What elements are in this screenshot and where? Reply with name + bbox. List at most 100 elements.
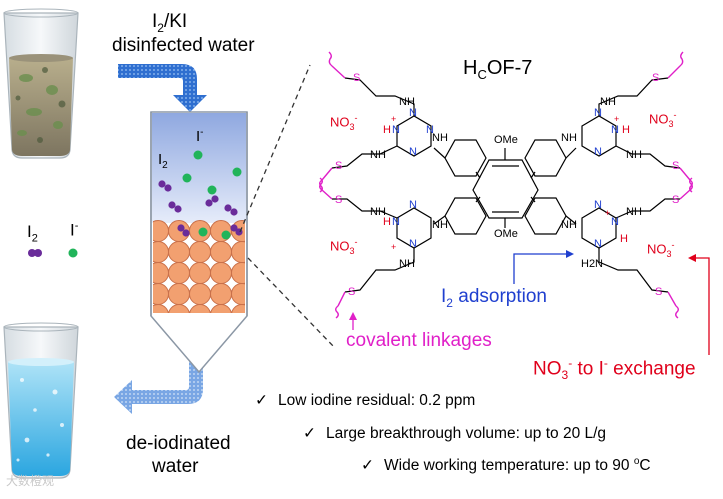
triazine-n: N xyxy=(594,107,602,119)
nitrate-ion: NO3- xyxy=(330,237,358,256)
adsorbent-bead xyxy=(231,283,245,305)
feed-water-label: I2/KI xyxy=(152,11,188,35)
adsorbent-bead xyxy=(231,304,245,313)
adsorbent-bead xyxy=(231,262,245,284)
triazine-n: N xyxy=(409,199,417,211)
legend-i2-label: I2 xyxy=(27,222,38,245)
sulfur: S xyxy=(655,286,663,298)
iodide-dot xyxy=(193,150,203,160)
adsorbent-bead xyxy=(189,304,211,313)
dirty-water-glass xyxy=(3,8,79,159)
triazine-n: N xyxy=(392,216,400,228)
nh-label: NH xyxy=(626,149,642,161)
plus-charge: + xyxy=(391,114,397,124)
adsorbent-bead xyxy=(168,304,190,313)
proton-h: H xyxy=(383,124,391,136)
legend-dots xyxy=(28,248,78,258)
nh-label: NH xyxy=(561,219,577,231)
adsorbent-bead xyxy=(168,262,190,284)
iodide-dot xyxy=(198,227,208,237)
nh-label: NH xyxy=(370,206,386,218)
plus-charge: + xyxy=(614,114,620,124)
triazine-n: N xyxy=(426,124,434,136)
iodide-dot xyxy=(221,230,231,240)
checklist-item: ✓Low iodine residual: 0.2 ppm xyxy=(255,392,476,409)
checklist-item: ✓Large breakthrough volume: up to 20 L/g xyxy=(303,425,607,442)
triazine-n: N xyxy=(392,124,400,136)
feed-water-label-line2: disinfected water xyxy=(112,35,255,56)
proton-h: H xyxy=(622,124,630,136)
adsorption-arrow xyxy=(513,250,574,284)
covalent-linkage-ends xyxy=(319,51,693,319)
legend-i2-dot xyxy=(28,249,36,257)
checklist-item: ✓Wide working temperature: up to 90 oC xyxy=(361,456,651,475)
nh-label: NH xyxy=(399,258,415,270)
column-i2-label: I2 xyxy=(158,151,168,171)
adsorbent-bead xyxy=(210,283,232,305)
plus-charge: + xyxy=(391,242,397,252)
iodide-dot xyxy=(182,173,192,183)
nitrate-ion: NO3- xyxy=(649,110,677,129)
watermark: 大数橙观 xyxy=(6,474,55,488)
outlet-arrow xyxy=(114,360,203,414)
triazine-n: N xyxy=(594,199,602,211)
triazine-n: N xyxy=(594,238,602,250)
sulfur: S xyxy=(672,160,680,172)
triazine-n: N xyxy=(409,238,417,250)
proton-h: H xyxy=(620,233,628,245)
nh-label: NH xyxy=(626,206,642,218)
nitrate-ion: NO3- xyxy=(330,113,358,132)
sulfur: S xyxy=(353,72,361,84)
output-label-line2: water xyxy=(152,456,199,477)
nh-label: NH xyxy=(399,96,415,108)
nh-label: NH xyxy=(561,132,577,144)
hcof-name: HCOF-7 xyxy=(463,57,533,82)
adsorbent-beads xyxy=(153,220,245,313)
covalent-arrow xyxy=(349,312,357,330)
iodide-dot xyxy=(207,185,217,195)
nitrate-ion: NO3- xyxy=(647,240,675,259)
column-iodide-label: I- xyxy=(196,127,204,145)
adsorbent-bead xyxy=(168,241,190,263)
nh-label: NH xyxy=(432,132,448,144)
legend-iodide-dot xyxy=(68,248,78,258)
ome-top: OMe xyxy=(494,134,518,146)
output-label: de-iodinated xyxy=(126,433,231,454)
adsorbent-bead xyxy=(168,283,190,305)
nh-label: NH xyxy=(370,149,386,161)
covalent-label: covalent linkages xyxy=(346,330,492,351)
nh-label: NH xyxy=(432,219,448,231)
sulfur: S xyxy=(348,286,356,298)
triazine-n: N xyxy=(611,124,619,136)
exchange-arrow xyxy=(688,254,710,355)
adsorbent-bead xyxy=(210,241,232,263)
adsorbent-bead xyxy=(210,304,232,313)
triazine-n: N xyxy=(594,146,602,158)
adsorption-label: I2 adsorption xyxy=(441,286,547,310)
hcof7-structure xyxy=(331,77,681,293)
sulfur: S xyxy=(652,72,660,84)
triazine-n: N xyxy=(409,146,417,158)
adsorbent-bead xyxy=(189,283,211,305)
inlet-arrow xyxy=(118,64,207,112)
nh-label: NH xyxy=(600,96,616,108)
h2n-label: H2N xyxy=(581,258,604,270)
ome-bottom: OMe xyxy=(494,228,518,240)
legend-iodide-label: I- xyxy=(70,220,79,240)
adsorbent-bead xyxy=(189,241,211,263)
sulfur: S xyxy=(672,194,680,206)
zoom-lines xyxy=(239,64,336,349)
column-species xyxy=(158,150,243,240)
iodide-dot xyxy=(232,167,242,177)
exchange-label: NO3- to I- exchange xyxy=(533,356,696,383)
plus-charge: + xyxy=(605,208,611,218)
proton-h: H xyxy=(383,216,391,228)
adsorbent-bead xyxy=(189,262,211,284)
adsorbent-bead xyxy=(210,262,232,284)
triazine-n: N xyxy=(409,107,417,119)
adsorbent-bead xyxy=(153,304,169,313)
sulfur: S xyxy=(335,194,343,206)
triazine-n: N xyxy=(611,216,619,228)
clean-water-glass xyxy=(3,322,79,479)
